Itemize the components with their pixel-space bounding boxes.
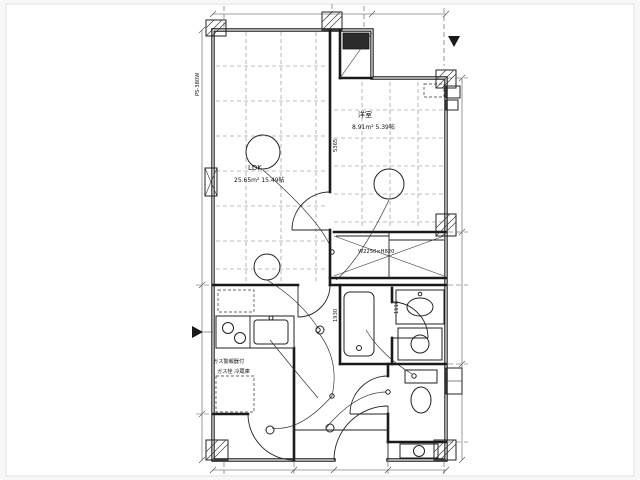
doors	[247, 191, 429, 461]
basin-faucet-icon	[417, 291, 423, 297]
service-pan	[399, 443, 439, 459]
section-arrow-icon	[192, 326, 203, 338]
ps-label: PS-380W	[195, 73, 201, 96]
electrical-layer	[245, 134, 417, 435]
bedroom-door	[291, 191, 331, 231]
range-hood-dashed	[217, 289, 255, 313]
switch-icon	[315, 327, 321, 333]
ceiling-light-ldk-icon	[245, 134, 281, 170]
pipe-shaft	[339, 32, 373, 79]
column-bottom-left	[205, 439, 229, 461]
ceiling-light-bedroom-icon	[373, 168, 405, 200]
kitchen-note-2: ガス栓 冷蔵庫	[217, 367, 250, 375]
kitchen-counter	[215, 289, 295, 413]
switch-icon	[385, 389, 391, 395]
toilet-tank	[404, 369, 438, 384]
dim-room-depth: 5365	[333, 139, 339, 152]
dim-hall: 1930	[333, 309, 339, 322]
meter-boxes	[445, 85, 463, 395]
interior-walls	[211, 28, 448, 462]
room-area-bedroom: 8.91m² 5.39帖	[352, 123, 395, 131]
washing-machine-drum-icon	[410, 334, 430, 354]
toilet-room	[404, 369, 438, 414]
room-label-bedroom: 洋室	[358, 110, 372, 119]
bathroom	[343, 291, 375, 357]
bath-size-label: 1116	[394, 301, 400, 314]
kitchen-faucet-icon	[268, 315, 274, 321]
switch-icon	[411, 373, 417, 379]
storage-door	[247, 413, 295, 461]
bath-door	[391, 301, 429, 339]
room-area-ldk: 25.65m² 15.49帖	[234, 176, 285, 184]
annotations: LDK 25.65m² 15.49帖 洋室 8.91m² 5.39帖 W2250…	[195, 73, 400, 375]
entry-door	[333, 405, 389, 461]
stove-burner-icon	[222, 322, 234, 334]
ceiling-grid-ldk	[216, 32, 328, 281]
toilet-door	[349, 375, 389, 415]
ceiling-grid-bedroom	[334, 82, 444, 229]
downlight-storage-icon	[265, 425, 275, 435]
washing-machine	[397, 327, 443, 361]
bath-drain-icon	[356, 345, 362, 351]
column-top-middle	[321, 11, 343, 31]
north-marker-icon	[448, 36, 460, 47]
closet-dimension-label: W2250×H820	[358, 249, 394, 255]
switch-icon	[329, 249, 335, 255]
bathtub	[343, 291, 375, 357]
structural-columns	[204, 11, 457, 461]
shaft-marker	[204, 167, 218, 197]
room-label-ldk: LDK	[248, 164, 262, 172]
vanity-counter	[395, 289, 445, 325]
closet	[333, 232, 445, 278]
column-top-left	[205, 19, 227, 37]
switch-icon	[329, 393, 335, 399]
refrigerator-dashed	[215, 375, 255, 413]
kitchen-note-1: ガス警報器付	[213, 357, 244, 365]
paper-inner	[5, 3, 635, 477]
ldk-hall-door	[297, 284, 331, 318]
column-right-middle	[435, 213, 457, 237]
air-conditioner-dashed	[423, 83, 445, 98]
toilet-bowl	[410, 386, 432, 414]
column-bottom-right	[433, 439, 457, 461]
stove-burner-icon	[234, 332, 246, 344]
reference-markers	[192, 36, 460, 338]
